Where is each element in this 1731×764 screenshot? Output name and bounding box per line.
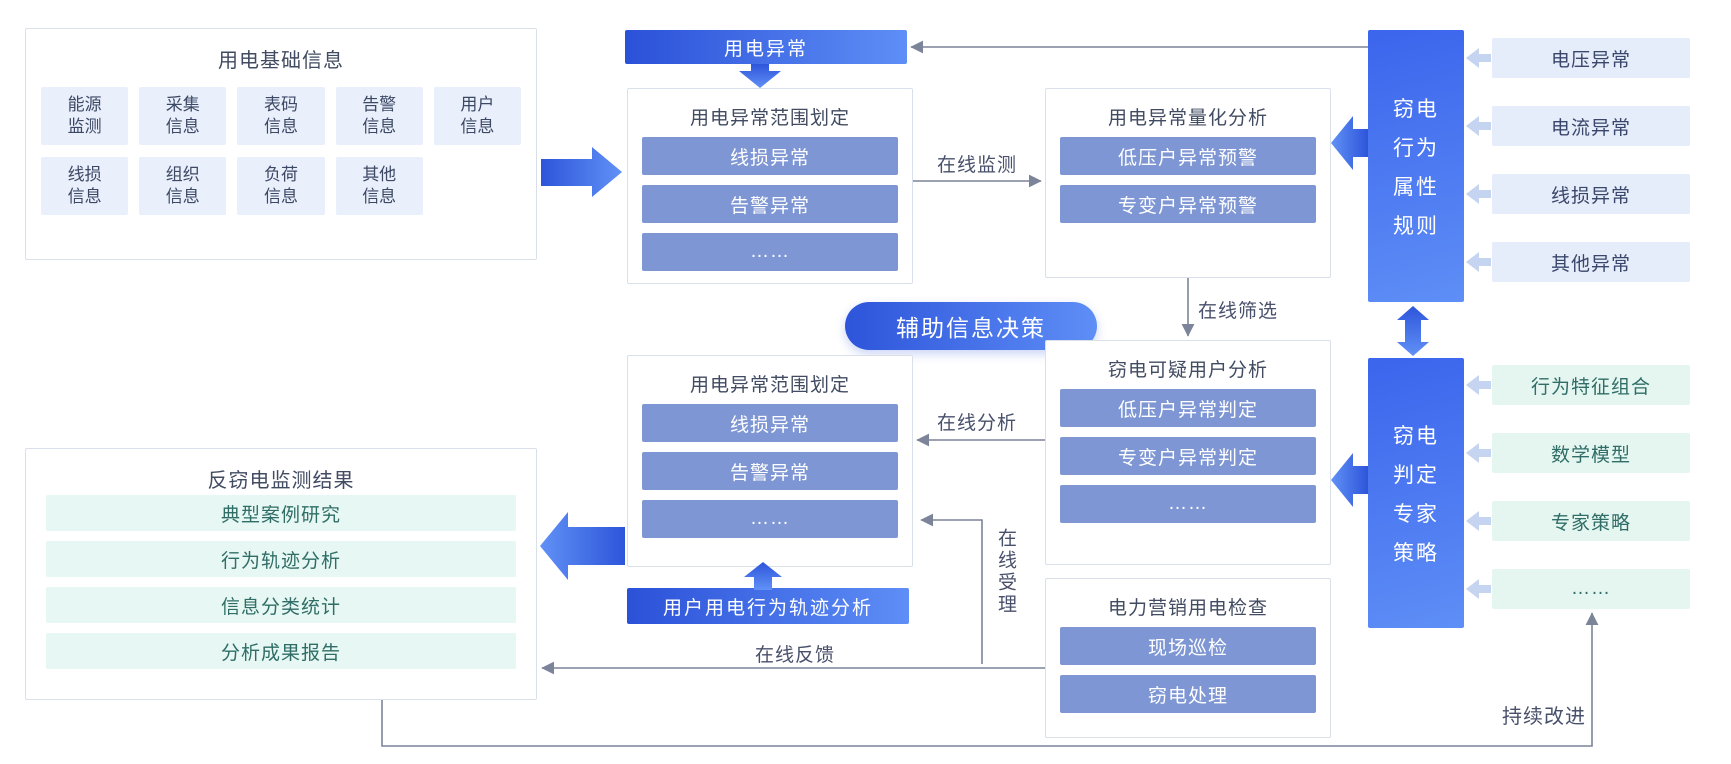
scope2-title: 用电异常范围划定 (689, 375, 850, 396)
basic-info-title: 用电基础信息 (218, 50, 344, 72)
arrow-strategy-to-suspect (1331, 453, 1368, 507)
label-online-monitor: 在线监测 (937, 155, 1018, 176)
info-item-meter-code: 表码 信息 (237, 87, 325, 145)
rule-item-other: 其他异常 (1492, 242, 1690, 282)
rules-column-line: 窃电 (1393, 97, 1439, 121)
scope-delineation-panel-1: 用电异常范围划定 线损异常 告警异常 …… (627, 88, 913, 284)
scope1-bar-line-loss: 线损异常 (642, 137, 898, 175)
scope1-bar-more: …… (642, 233, 898, 271)
label-continuous-improve: 持续改进 (1502, 706, 1586, 728)
rules-column-line: 规则 (1393, 214, 1439, 238)
arrow-banner-down (739, 64, 781, 88)
side-arrow-voltage (1466, 48, 1491, 68)
info-item-collection: 采集 信息 (139, 87, 227, 145)
results-bar-cases: 典型案例研究 (46, 495, 516, 531)
info-item-organization: 组织 信息 (139, 157, 227, 215)
strategy-item-more: …… (1492, 569, 1690, 609)
scope2-bar-line-loss: 线损异常 (642, 404, 898, 442)
side-arrow-lineloss (1466, 184, 1491, 204)
inspection-title: 电力营销用电检查 (1107, 598, 1268, 619)
suspect-analysis-panel: 窃电可疑用户分析 低压户异常判定 专变户异常判定 …… (1045, 340, 1331, 565)
side-arrow-current (1466, 116, 1491, 136)
quant-bar-transformer: 专变户异常预警 (1060, 185, 1316, 223)
basic-info-grid: 能源 监测 采集 信息 表码 信息 告警 信息 用户 信息 线损 信息 组织 信… (41, 87, 521, 215)
strategy-item-math-model: 数学模型 (1492, 433, 1690, 473)
results-panel: 反窃电监测结果 典型案例研究 行为轨迹分析 信息分类统计 分析成果报告 (25, 448, 537, 700)
strategy-column-line: 判定 (1393, 463, 1439, 487)
arrow-basicinfo-to-scope (541, 147, 622, 197)
rules-column-line: 属性 (1393, 175, 1439, 199)
info-item-energy-monitor: 能源 监测 (41, 87, 129, 145)
suspect-bar-transformer: 专变户异常判定 (1060, 437, 1316, 475)
results-title: 反窃电监测结果 (207, 470, 355, 492)
quant-analysis-panel: 用电异常量化分析 低压户异常预警 专变户异常预警 (1045, 88, 1331, 278)
arrow-scope2-to-results (540, 512, 625, 580)
strategy-column-line: 策略 (1393, 541, 1439, 565)
scope2-bar-more: …… (642, 500, 898, 538)
inspection-panel: 电力营销用电检查 现场巡检 窃电处理 (1045, 578, 1331, 738)
scope1-bar-alarm: 告警异常 (642, 185, 898, 223)
side-arrow-other (1466, 252, 1491, 272)
inspection-bar-handling: 窃电处理 (1060, 675, 1316, 713)
side-arrow-expert (1466, 511, 1491, 531)
strategy-item-expert: 专家策略 (1492, 501, 1690, 541)
suspect-title: 窃电可疑用户分析 (1107, 360, 1268, 381)
scope2-bar-alarm: 告警异常 (642, 452, 898, 490)
strategy-column-line: 专家 (1393, 502, 1439, 526)
results-bar-trajectory: 行为轨迹分析 (46, 541, 516, 577)
results-bar-classification: 信息分类统计 (46, 587, 516, 623)
side-arrow-more (1466, 579, 1491, 599)
info-item-user: 用户 信息 (433, 87, 521, 145)
side-arrow-features (1466, 375, 1491, 395)
behavior-trace-banner: 用户用电行为轨迹分析 (627, 588, 909, 624)
abnormal-usage-banner: 用电异常 (625, 30, 907, 64)
basic-info-panel: 用电基础信息 能源 监测 采集 信息 表码 信息 告警 信息 用户 信息 线损 … (25, 28, 537, 260)
side-arrows (1466, 48, 1491, 599)
expert-strategy-column: 窃电 判定 专家 策略 (1368, 358, 1464, 628)
rules-column-line: 行为 (1393, 136, 1439, 160)
line-continuous-improve (381, 612, 1599, 747)
info-item-other: 其他 信息 (335, 157, 423, 215)
label-online-filter: 在线筛选 (1198, 301, 1279, 322)
suspect-bar-low-voltage: 低压户异常判定 (1060, 389, 1316, 427)
info-item-alarm: 告警 信息 (335, 87, 423, 145)
theft-rules-column: 窃电 行为 属性 规则 (1368, 30, 1464, 302)
quant-title: 用电异常量化分析 (1107, 108, 1268, 129)
label-online-accept: 在线受理 (995, 528, 1016, 616)
strategy-item-features: 行为特征组合 (1492, 365, 1690, 405)
info-item-load: 负荷 信息 (237, 157, 325, 215)
arrow-columns-link (1397, 306, 1429, 356)
line-online-accept (920, 513, 983, 664)
scope1-title: 用电异常范围划定 (689, 108, 850, 129)
arrow-rules-to-quant (1331, 116, 1368, 170)
info-item-line-loss: 线损 信息 (41, 157, 129, 215)
inspection-bar-onsite: 现场巡检 (1060, 627, 1316, 665)
quant-bar-low-voltage: 低压户异常预警 (1060, 137, 1316, 175)
rule-item-line-loss: 线损异常 (1492, 174, 1690, 214)
results-bar-report: 分析成果报告 (46, 633, 516, 669)
aux-decision-pill: 辅助信息决策 (845, 302, 1097, 350)
label-online-feedback: 在线反馈 (755, 645, 836, 666)
strategy-column-line: 窃电 (1393, 424, 1439, 448)
rule-item-current: 电流异常 (1492, 106, 1690, 146)
scope-delineation-panel-2: 用电异常范围划定 线损异常 告警异常 …… (627, 355, 913, 567)
label-online-analyze: 在线分析 (937, 413, 1018, 434)
suspect-bar-more: …… (1060, 485, 1316, 523)
rule-item-voltage: 电压异常 (1492, 38, 1690, 78)
side-arrow-mathmodel (1466, 443, 1491, 463)
